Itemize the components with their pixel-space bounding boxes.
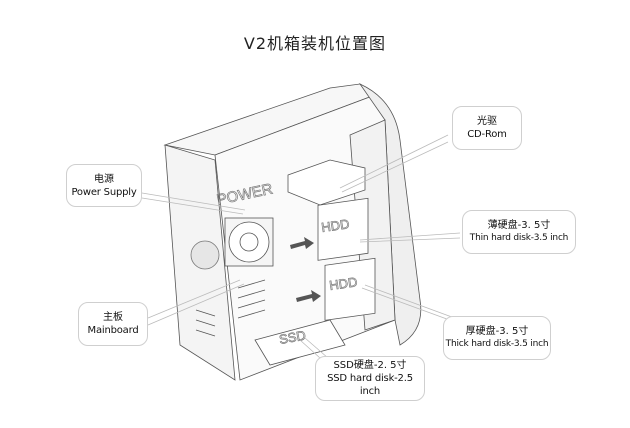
callout-en-label: SSD hard disk-2.5 inch bbox=[327, 373, 413, 397]
callout-cd-rom: 光驱 CD-Rom bbox=[452, 106, 522, 150]
callout-cn-label: 薄硬盘-3. 5寸 bbox=[487, 220, 551, 231]
rear-vent bbox=[190, 240, 220, 270]
ssd-bay bbox=[254, 319, 346, 366]
callout-cn-label: 厚硬盘-3. 5寸 bbox=[465, 326, 529, 337]
callout-mainboard: 主板 Mainboard bbox=[78, 302, 148, 346]
ssd-label: SSD bbox=[278, 328, 307, 347]
leader-thick-hdd bbox=[361, 284, 461, 323]
callout-en-label: Power Supply bbox=[71, 186, 137, 198]
case-front-bezel bbox=[358, 83, 422, 346]
callout-en-label: Thick hard disk-3.5 inch bbox=[445, 339, 549, 349]
hdd-bottom-label: HDD bbox=[328, 274, 358, 293]
power-supply-unit bbox=[287, 159, 366, 206]
leader-mainboard bbox=[147, 279, 245, 326]
callout-ssd: SSD硬盘-2. 5寸 SSD hard disk-2.5 inch bbox=[315, 356, 425, 401]
callout-en-label: Mainboard bbox=[87, 325, 139, 336]
leader-ssd bbox=[299, 337, 329, 359]
arrow-icon bbox=[290, 237, 314, 249]
callout-cn-label: SSD硬盘-2. 5寸 bbox=[333, 360, 407, 371]
hdd-bottom bbox=[324, 257, 376, 321]
expansion-slots bbox=[195, 279, 266, 337]
callout-cn-label: 主板 bbox=[103, 312, 123, 323]
callout-power-supply: 电源 Power Supply bbox=[66, 164, 142, 207]
callout-en-label: CD-Rom bbox=[467, 129, 507, 140]
callout-thin-hdd: 薄硬盘-3. 5寸 Thin hard disk-3.5 inch bbox=[462, 210, 576, 254]
arrow-icon bbox=[296, 290, 321, 302]
callout-cn-label: 电源 bbox=[94, 173, 114, 185]
leader-cd-rom bbox=[339, 134, 449, 193]
diagram-title: V2机箱装机位置图 bbox=[243, 34, 387, 53]
callout-en-label: Thin hard disk-3.5 inch bbox=[469, 233, 569, 243]
hdd-top-label: HDD bbox=[320, 216, 350, 235]
leader-power-supply bbox=[141, 192, 246, 215]
leader-thin-hdd bbox=[359, 232, 461, 243]
callout-cn-label: 光驱 bbox=[477, 116, 497, 127]
hdd-top bbox=[317, 197, 369, 261]
callout-thick-hdd: 厚硬盘-3. 5寸 Thick hard disk-3.5 inch bbox=[443, 316, 551, 360]
